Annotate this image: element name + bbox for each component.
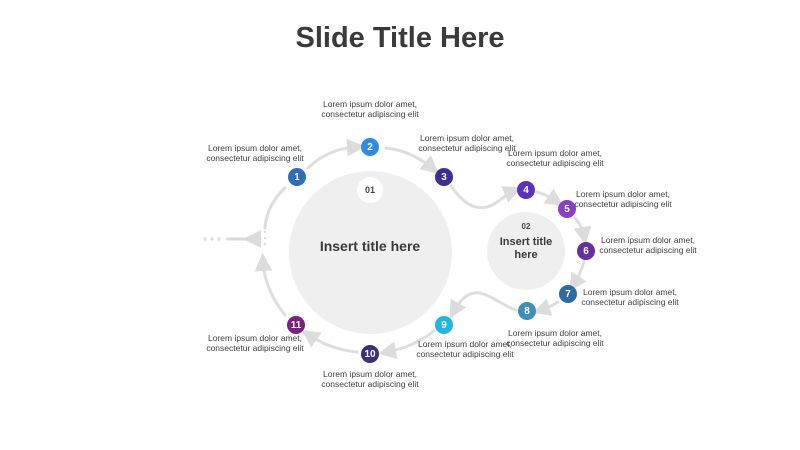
center-1-title: Insert title here <box>319 238 421 254</box>
center-2-title: Insert title here <box>499 236 553 261</box>
step-5-badge: 5 <box>558 200 576 218</box>
step-1-text: Lorem ipsum dolor amet, consectetur adip… <box>206 143 304 163</box>
center-1-number: 01 <box>357 177 383 203</box>
step-10-badge: 10 <box>361 345 379 363</box>
step-2-text: Lorem ipsum dolor amet, consectetur adip… <box>321 99 419 119</box>
step-11-badge: 11 <box>287 316 305 334</box>
step-3-text: Lorem ipsum dolor amet, consectetur adip… <box>418 133 516 153</box>
center-circle-2 <box>487 212 565 290</box>
step-3-badge: 3 <box>435 168 453 186</box>
arrow-4-5 <box>535 188 564 206</box>
slide-title: Slide Title Here <box>295 22 505 54</box>
arrow-9-10 <box>378 329 436 360</box>
entry-dots <box>203 237 250 241</box>
step-10-text: Lorem ipsum dolor amet, consectetur adip… <box>321 369 419 389</box>
step-9-text: Lorem ipsum dolor amet, consectetur adip… <box>416 339 514 359</box>
step-8-text: Lorem ipsum dolor amet, consectetur adip… <box>506 328 604 348</box>
step-1-badge: 1 <box>288 168 306 186</box>
arrow-8-9 <box>449 291 518 319</box>
step-5-text: Lorem ipsum dolor amet, consectetur adip… <box>574 189 672 209</box>
step-7-badge: 7 <box>559 285 577 303</box>
step-9-badge: 9 <box>435 316 453 334</box>
arrow-6-7 <box>569 259 587 292</box>
step-11-text: Lorem ipsum dolor amet, consectetur adip… <box>206 333 304 353</box>
step-4-text: Lorem ipsum dolor amet, consectetur adip… <box>506 148 604 168</box>
step-6-badge: 6 <box>577 242 595 260</box>
arrow-1-2 <box>306 138 365 170</box>
arrow-11-1 <box>254 253 287 317</box>
arrow-5-6 <box>573 216 592 245</box>
step-8-badge: 8 <box>518 302 536 320</box>
arrow-1-up <box>263 186 287 230</box>
step-4-badge: 4 <box>517 181 535 199</box>
arrow-2-3 <box>384 146 439 174</box>
step-6-text: Lorem ipsum dolor amet, consectetur adip… <box>599 235 697 255</box>
arrow-7-8 <box>532 298 560 316</box>
arrow-10-11 <box>301 329 359 354</box>
arrow-3-4 <box>449 184 522 210</box>
center-2-number: 02 <box>521 221 531 231</box>
step-7-text: Lorem ipsum dolor amet, consectetur adip… <box>581 287 679 307</box>
step-2-badge: 2 <box>361 138 379 156</box>
